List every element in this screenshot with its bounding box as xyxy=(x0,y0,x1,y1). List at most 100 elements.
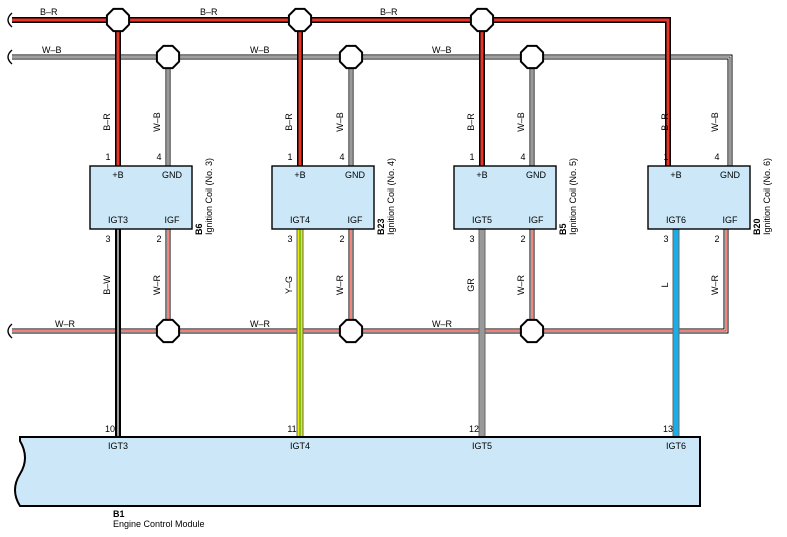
splice-br-3 xyxy=(469,7,495,33)
wb-bus-label-2: W–B xyxy=(250,45,270,55)
coil-3-gnd-wire-label: W–B xyxy=(152,112,162,132)
wb-bus-label-3: W–B xyxy=(432,45,452,55)
coil-6-pin-igf-num: 2 xyxy=(714,234,719,244)
ecm-title: Engine Control Module xyxy=(113,519,205,529)
coil-4-title: B23 xyxy=(376,218,386,235)
coil-3-pin-b-num: 1 xyxy=(105,152,110,162)
splice-wr-2 xyxy=(338,318,364,344)
ecm-pin-11-label: IGT4 xyxy=(290,441,310,451)
coil-5-pin-igf-num: 2 xyxy=(520,234,525,244)
coil-6-pin-igt-num: 3 xyxy=(663,234,668,244)
coil-6-pin-gnd-num: 4 xyxy=(714,152,719,162)
coil-5-b-wire-label: B–R xyxy=(466,113,476,131)
coil-6-body xyxy=(647,165,751,230)
coil-3-pin-igf-label: IGF xyxy=(165,215,181,225)
coil-4-b-wire-label: B–R xyxy=(284,113,294,131)
coil-5-pin-igt-num: 3 xyxy=(469,234,474,244)
br-bus-break xyxy=(7,12,13,28)
coil-4-pin-b-label: +B xyxy=(294,170,305,180)
coil-4-pin-gnd-label: GND xyxy=(345,170,366,180)
ecm-module xyxy=(14,436,701,507)
coil-6-b-wire-label: B–R xyxy=(660,113,670,131)
coil-3-pin-igt-label: IGT3 xyxy=(108,215,128,225)
coil-3-pin-gnd-label: GND xyxy=(162,170,183,180)
coil-5-pin-b-num: 1 xyxy=(469,152,474,162)
splice-br-2 xyxy=(287,7,313,33)
coil-6-name: Ignition Coil (No. 6) xyxy=(762,158,772,235)
ecm-pin-12-num: 12 xyxy=(469,424,479,434)
coil-6-pin-gnd-label: GND xyxy=(720,170,741,180)
ecm-pin-10-num: 10 xyxy=(105,424,115,434)
coil-6-pin-igf-label: IGF xyxy=(723,215,739,225)
wr-bus-label: W–R xyxy=(55,319,76,329)
coil-4-pin-igt-label: IGT4 xyxy=(290,215,310,225)
coil-5-igt-wire-label: GR xyxy=(466,278,476,292)
wb-bus-label: W–B xyxy=(42,45,62,55)
coil-3-igt-wire-label: B–W xyxy=(102,275,112,295)
ecm-pin-13-label: IGT6 xyxy=(666,441,686,451)
ecm-pin-10-label: IGT3 xyxy=(108,441,128,451)
coil-3-pin-igf-num: 2 xyxy=(156,234,161,244)
splice-wb-1 xyxy=(155,44,181,70)
coil-6-connector: B20 xyxy=(752,218,762,235)
coil-5-pin-gnd-num: 4 xyxy=(520,152,525,162)
ecm-body xyxy=(14,436,701,507)
splice-wb-3 xyxy=(519,44,545,70)
coil-4-igf-wire-label: W–R xyxy=(335,275,345,296)
br-bus-wire-core xyxy=(12,18,670,166)
coil-5-pin-b-label: +B xyxy=(476,170,487,180)
coil-5-body xyxy=(453,165,557,230)
wb-bus-wire xyxy=(12,54,733,166)
coil-5-pin-igf-label: IGF xyxy=(529,215,545,225)
wr-bus-wire-center xyxy=(12,229,727,332)
coil-3-pin-b-label: +B xyxy=(112,170,123,180)
coil-3-name: Ignition Coil (No. 3) xyxy=(204,158,214,235)
coil-3-pin-gnd-num: 4 xyxy=(156,152,161,162)
wr-bus-break xyxy=(7,323,13,339)
coil-5-pin-gnd-label: GND xyxy=(526,170,547,180)
ecm-connector: B1 xyxy=(113,509,125,519)
coil-6-gnd-wire-label: W–B xyxy=(710,112,720,132)
coil-5-igf-wire-label: W–R xyxy=(516,275,526,296)
wb-bus-wire-center xyxy=(12,56,731,166)
coil-3-body xyxy=(89,165,193,230)
coil-4-igt-wire-label: Y–G xyxy=(284,276,294,294)
coil-6-pin-b-num: 1 xyxy=(663,152,668,162)
coil-5-title: B5 xyxy=(558,223,568,235)
splice-wr-3 xyxy=(519,318,545,344)
coil-5-gnd-wire-label: W–B xyxy=(516,112,526,132)
br-bus-label-3: B–R xyxy=(380,7,398,17)
br-bus-label: B–R xyxy=(40,7,58,17)
coil-6-igt-wire-label: L xyxy=(660,282,670,287)
coil-4-body xyxy=(271,165,375,230)
coil-6-igf-wire-label: W–R xyxy=(710,275,720,296)
coil-4-pin-igf-label: IGF xyxy=(348,215,364,225)
coil-6-pin-b-label: +B xyxy=(670,170,681,180)
splice-wr-1 xyxy=(155,318,181,344)
br-bus-label-2: B–R xyxy=(200,7,218,17)
coil-5-pin-igt-label: IGT5 xyxy=(472,215,492,225)
coil-3-igf-wire-label: W–R xyxy=(152,275,162,296)
wr-bus-label-2: W–R xyxy=(250,319,271,329)
coil-5-name: Ignition Coil (No. 5) xyxy=(568,158,578,235)
coil-3-title: B6 xyxy=(194,223,204,235)
coil-4-gnd-wire-label: W–B xyxy=(335,112,345,132)
coil-6-pin-igt-label: IGT6 xyxy=(666,215,686,225)
br-bus-wire xyxy=(12,17,671,166)
splice-wb-2 xyxy=(338,44,364,70)
coil-4-pin-gnd-num: 4 xyxy=(339,152,344,162)
splice-br-1 xyxy=(105,7,131,33)
coil-3-connector: B6 xyxy=(194,223,204,235)
coil-4-pin-igf-num: 2 xyxy=(339,234,344,244)
ecm-pin-13-num: 13 xyxy=(663,424,673,434)
coil-4-pin-igt-num: 3 xyxy=(287,234,292,244)
ecm-pin-12-label: IGT5 xyxy=(472,441,492,451)
coil-3-b-wire-label: B–R xyxy=(102,113,112,131)
coil-4-name: Ignition Coil (No. 4) xyxy=(386,158,396,235)
coil-5-connector: B5 xyxy=(558,223,568,235)
coil-4-pin-b-num: 1 xyxy=(287,152,292,162)
coil-6-title: B20 xyxy=(752,218,762,235)
ecm-pin-11-num: 11 xyxy=(287,424,296,434)
